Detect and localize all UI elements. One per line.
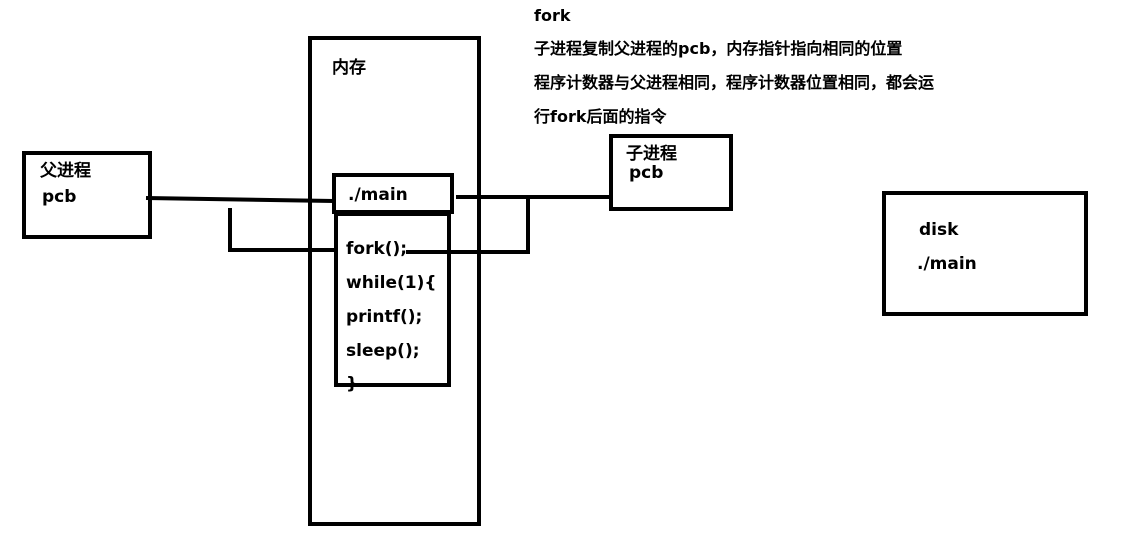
child-pcb-box (609, 134, 733, 211)
note-line-2: 程序计数器与父进程相同，程序计数器位置相同，都会运 (534, 73, 935, 92)
memory-box (308, 36, 481, 526)
parent-pcb-label: pcb (42, 187, 77, 207)
code-line: while(1){ (346, 273, 437, 293)
note-line-1: 子进程复制父进程的pcb，内存指针指向相同的位置 (534, 39, 903, 58)
child-program-counter-line (406, 199, 530, 254)
fork-title: fork (534, 6, 571, 25)
code-line: fork(); (346, 239, 408, 259)
code-line: printf(); (346, 307, 423, 327)
parent-process-label: 父进程 (40, 161, 91, 181)
parent-program-counter-line (228, 208, 334, 252)
main-program-label: ./main (348, 185, 408, 205)
child-pcb-label: pcb (629, 163, 664, 183)
parent-pcb-box (22, 151, 152, 239)
disk-file-label: ./main (917, 254, 977, 274)
code-block-box (334, 212, 451, 387)
disk-box (882, 191, 1088, 316)
note-line-3: 行fork后面的指令 (534, 107, 667, 126)
code-line: sleep(); (346, 341, 420, 361)
memory-label: 内存 (332, 58, 366, 78)
disk-label: disk (919, 220, 959, 240)
code-line: } (346, 374, 359, 394)
child-process-label: 子进程 (626, 144, 677, 164)
parent-pointer-line (145, 196, 335, 203)
